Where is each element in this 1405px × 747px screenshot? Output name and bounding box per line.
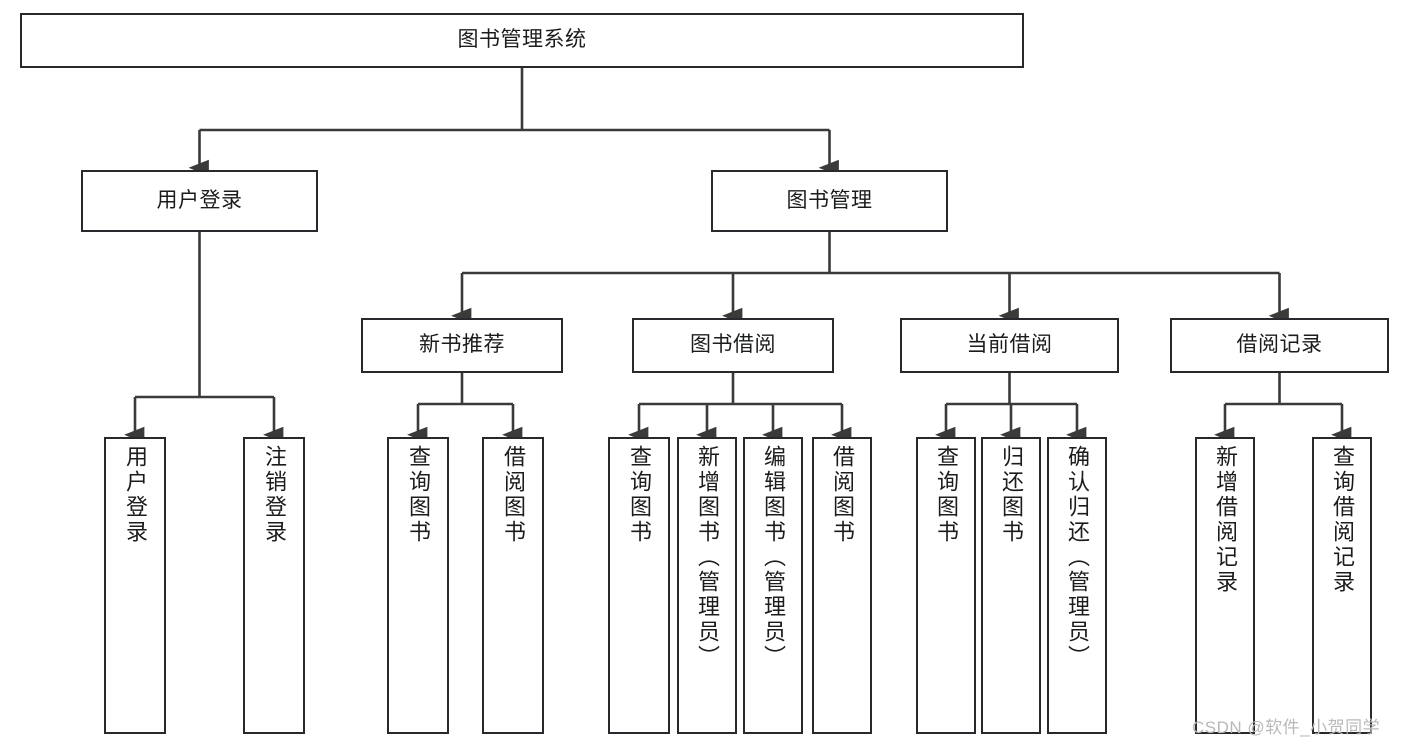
node-leaf-return-book: 归还图书: [981, 437, 1041, 734]
node-label: 确认归还（管理员）: [1065, 445, 1090, 670]
node-label: 新书推荐: [419, 333, 505, 357]
node-label: 查询图书: [934, 445, 959, 545]
node-label: 当前借阅: [966, 333, 1053, 357]
node-user-login: 用户登录: [81, 170, 318, 232]
node-label: 新增借阅记录: [1213, 445, 1238, 595]
node-label: 图书管理系统: [457, 28, 587, 52]
node-book-manage: 图书管理: [711, 170, 948, 232]
node-leaf-user-logout: 注销登录: [243, 437, 305, 734]
node-label: 图书借阅: [690, 333, 776, 357]
node-label: 借阅记录: [1236, 333, 1323, 357]
node-leaf-add-borrow-record: 新增借阅记录: [1195, 437, 1255, 734]
node-label: 查询图书: [627, 445, 652, 545]
node-leaf-edit-book-admin: 编辑图书（管理员）: [743, 437, 803, 734]
node-leaf-query-borrow-record: 查询借阅记录: [1312, 437, 1372, 734]
node-label: 查询借阅记录: [1330, 445, 1355, 595]
node-label: 借阅图书: [830, 445, 855, 545]
node-label: 借阅图书: [501, 445, 526, 545]
node-label: 新增图书（管理员）: [695, 445, 720, 670]
node-label: 注销登录: [262, 445, 287, 545]
node-root: 图书管理系统: [20, 13, 1024, 68]
node-label: 归还图书: [999, 445, 1024, 545]
node-leaf-confirm-return-admin: 确认归还（管理员）: [1047, 437, 1107, 734]
node-leaf-query-book-current: 查询图书: [916, 437, 976, 734]
node-new-book-recommend: 新书推荐: [361, 318, 563, 373]
node-leaf-borrow-book: 借阅图书: [812, 437, 872, 734]
node-label: 用户登录: [156, 188, 243, 212]
node-borrow-record: 借阅记录: [1170, 318, 1389, 373]
csdn-watermark: CSDN @软件_小贺同学: [1192, 718, 1381, 737]
node-label: 用户登录: [123, 445, 148, 545]
node-leaf-borrow-book-rec: 借阅图书: [482, 437, 544, 734]
node-label: 编辑图书（管理员）: [761, 445, 786, 670]
node-label: 查询图书: [406, 445, 431, 545]
node-leaf-user-login: 用户登录: [104, 437, 166, 734]
node-book-borrow: 图书借阅: [632, 318, 834, 373]
connector-group: [124, 68, 1352, 443]
node-leaf-query-book-rec: 查询图书: [387, 437, 449, 734]
node-label: 图书管理: [786, 188, 873, 212]
node-current-borrow: 当前借阅: [900, 318, 1119, 373]
node-leaf-query-book-borrow: 查询图书: [608, 437, 670, 734]
node-leaf-add-book-admin: 新增图书（管理员）: [677, 437, 737, 734]
